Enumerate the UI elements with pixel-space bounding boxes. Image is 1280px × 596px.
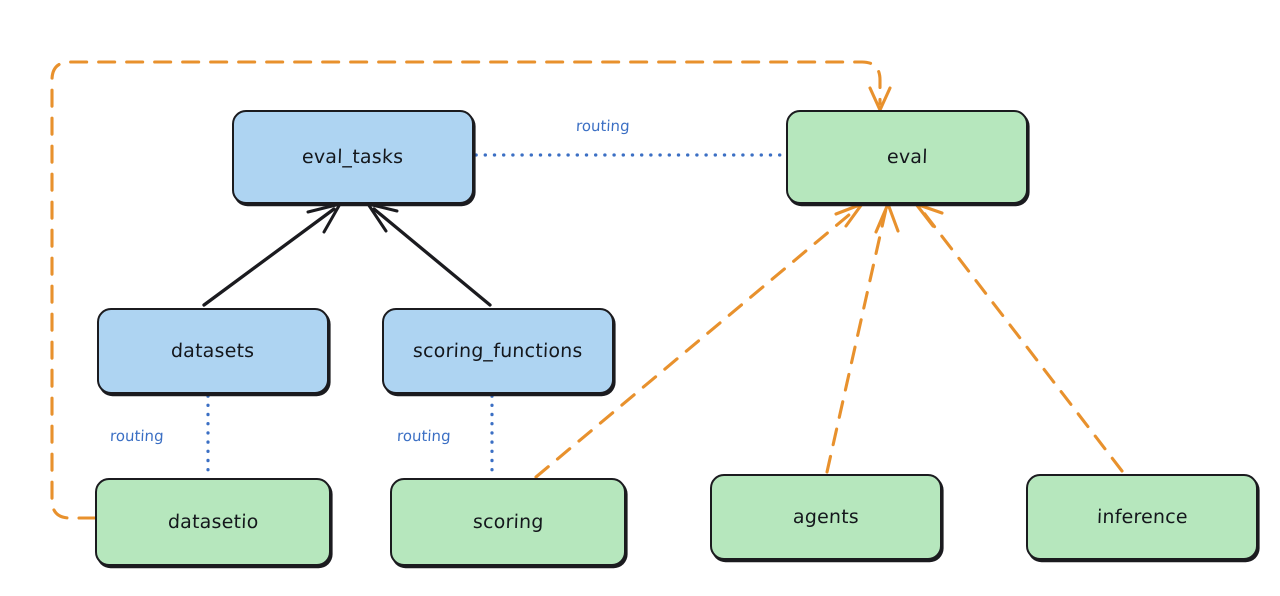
node-scoring-functions[interactable]: scoring_functions — [382, 308, 614, 394]
edge-datasets-eval_tasks — [202, 202, 342, 307]
edge-label-eval-tasks-eval: routing — [575, 117, 631, 135]
node-label-datasetio: datasetio — [167, 511, 259, 533]
node-scoring[interactable]: scoring — [390, 478, 626, 566]
node-label-inference: inference — [1096, 506, 1188, 528]
edge-agents-eval — [825, 202, 900, 474]
node-label-eval-tasks: eval_tasks — [301, 146, 405, 168]
node-label-eval: eval — [886, 146, 928, 168]
node-label-agents: agents — [792, 506, 860, 528]
node-label-scoring: scoring — [472, 511, 544, 533]
node-label-datasets: datasets — [170, 340, 256, 362]
node-datasetio[interactable]: datasetio — [95, 478, 331, 566]
node-eval[interactable]: eval — [786, 110, 1028, 204]
edge-inference-eval — [914, 202, 1124, 473]
edge-label-datasets-datasetio: routing — [109, 427, 165, 445]
node-label-scoring-functions: scoring_functions — [412, 340, 584, 362]
node-agents[interactable]: agents — [710, 474, 942, 560]
edge-scoring_functions-eval_tasks — [366, 202, 492, 307]
node-inference[interactable]: inference — [1026, 474, 1258, 560]
node-eval-tasks[interactable]: eval_tasks — [232, 110, 474, 204]
edge-label-scoring-functions-scoring: routing — [396, 427, 452, 445]
node-datasets[interactable]: datasets — [97, 308, 329, 394]
